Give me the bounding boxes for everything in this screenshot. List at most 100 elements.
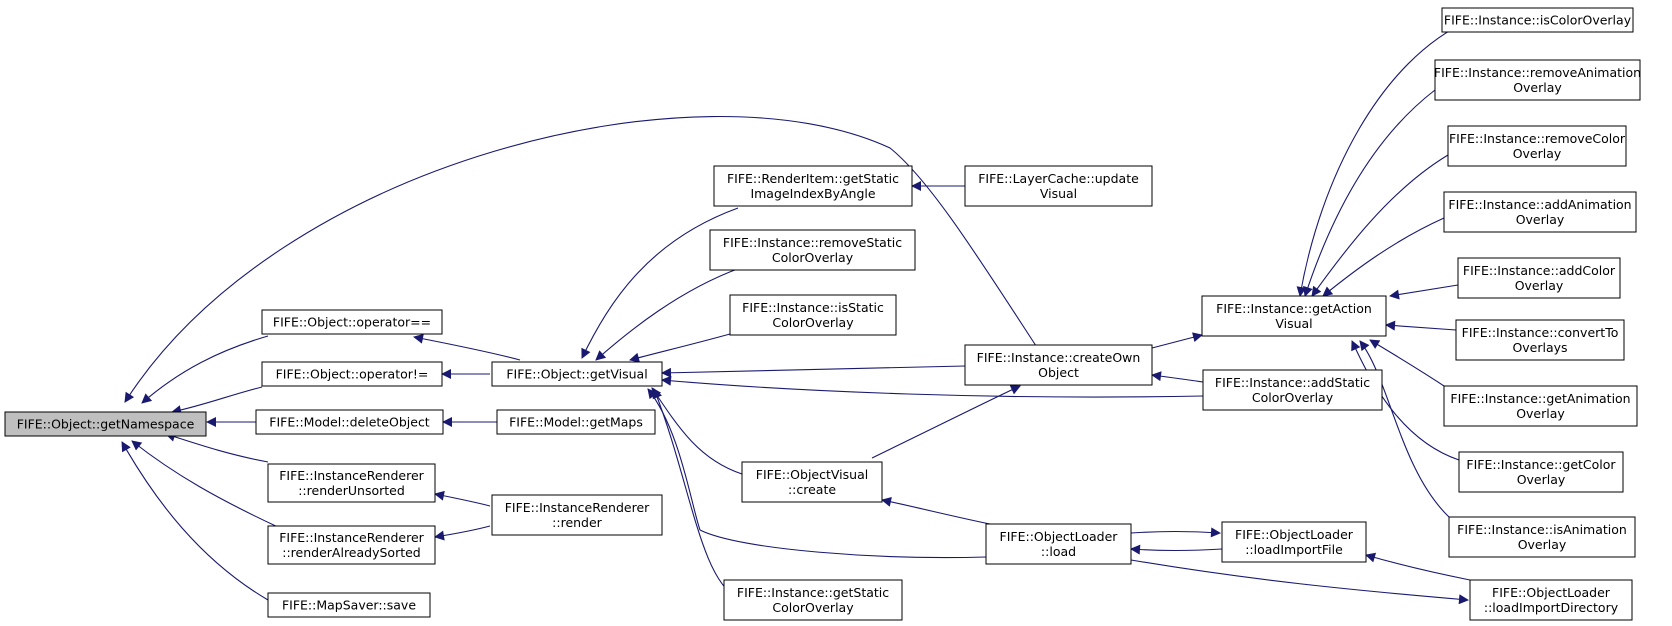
node-label: FIFE::InstanceRenderer (279, 468, 424, 483)
node-label: ColorOverlay (772, 600, 854, 615)
node-box (1469, 579, 1633, 621)
node-deleteObject[interactable]: FIFE::Model::deleteObject (255, 409, 444, 435)
node-opEq[interactable]: FIFE::Object::operator== (261, 309, 443, 335)
node-render[interactable]: FIFE::InstanceRenderer::render (491, 494, 663, 536)
edge-addStatic-getVisual (661, 375, 1204, 398)
node-box (729, 294, 897, 336)
edge-removeColor-getAction (1311, 154, 1449, 297)
node-label: FIFE::Instance::removeAnimation (1434, 65, 1641, 80)
node-label: Object (1038, 365, 1079, 380)
edge-renderAlready-getNamespace (131, 440, 281, 529)
edge-opEq-getNamespace (141, 335, 269, 404)
node-label: Overlay (1513, 146, 1562, 161)
node-label: FIFE::Instance::createOwn (977, 350, 1141, 365)
node-label: ColorOverlay (772, 250, 854, 265)
node-label: FIFE::Instance::addStatic (1215, 375, 1370, 390)
node-box (1202, 369, 1383, 411)
edge-render-renderUnsorted (434, 490, 491, 507)
node-getVisual[interactable]: FIFE::Object::getVisual (491, 361, 663, 387)
node-label: FIFE::Instance::removeColor (1449, 131, 1626, 146)
node-renderAlready[interactable]: FIFE::InstanceRenderer::renderAlreadySor… (267, 525, 436, 565)
node-box (1443, 385, 1638, 427)
node-label: Overlays (1512, 340, 1567, 355)
edge-isColorOv-getAction (1296, 19, 1471, 297)
node-label: FIFE::Instance::getStatic (737, 585, 889, 600)
edge-createOwn-getAction (1151, 332, 1203, 349)
node-label: Overlay (1515, 278, 1564, 293)
node-label: FIFE::Instance::removeStatic (723, 235, 902, 250)
node-getNamespace[interactable]: FIFE::Object::getNamespace (4, 411, 207, 437)
node-getMaps[interactable]: FIFE::Model::getMaps (496, 409, 656, 435)
node-box (1458, 451, 1624, 493)
node-label: Overlay (1516, 406, 1565, 421)
node-box (709, 229, 916, 271)
node-box (491, 494, 663, 536)
nodes: FIFE::Object::getNamespace FIFE::Object::… (4, 7, 1641, 621)
node-loadImportDir[interactable]: FIFE::ObjectLoader::loadImportDirectory (1469, 579, 1633, 621)
edge-renderUnsorted-getNamespace (165, 432, 269, 463)
node-label: FIFE::Instance::isAnimation (1457, 522, 1627, 537)
node-label: FIFE::MapSaver::save (282, 598, 416, 613)
node-isColorOv[interactable]: FIFE::Instance::isColorOverlay (1441, 7, 1634, 33)
node-loadImportFile[interactable]: FIFE::ObjectLoader::loadImportFile (1221, 521, 1367, 563)
node-label: Visual (1275, 316, 1312, 331)
node-label: ::create (788, 482, 836, 497)
node-renderUnsorted[interactable]: FIFE::InstanceRenderer::renderUnsorted (267, 463, 436, 503)
node-label: ::renderUnsorted (298, 483, 405, 498)
node-label: FIFE::Model::getMaps (509, 415, 643, 430)
node-box (1441, 7, 1634, 33)
node-label: Overlay (1518, 537, 1567, 552)
node-mapSave[interactable]: FIFE::MapSaver::save (267, 592, 431, 618)
edge-render-renderAlready (434, 525, 491, 541)
node-box (261, 309, 443, 335)
edge-mapSave-getNamespace (121, 441, 269, 601)
edge-staticIdx-getVisual (581, 207, 739, 359)
node-box (964, 165, 1153, 207)
node-label: ::load (1041, 544, 1076, 559)
edge-opNeq-getNamespace (171, 386, 263, 416)
edge-removeStatic-getVisual (595, 267, 741, 361)
edge-getVisual-opEq (413, 333, 521, 361)
node-box (985, 523, 1132, 565)
node-box (261, 361, 443, 387)
edge-removeAnim-getAction (1303, 89, 1436, 297)
node-label: FIFE::Object::operator!= (276, 367, 429, 382)
node-box (1455, 319, 1625, 361)
edge-olLoad-loadImportFile (1130, 527, 1221, 538)
node-label: FIFE::ObjectVisual (756, 467, 868, 482)
edge-olLoad-ovCreate (881, 496, 991, 525)
node-olLoad[interactable]: FIFE::ObjectLoader::load (985, 523, 1132, 565)
node-label: ::render (552, 515, 603, 530)
edge-getAnim-getAction (1369, 339, 1445, 387)
node-box (1201, 295, 1387, 337)
node-label: ::renderAlreadySorted (282, 545, 420, 560)
node-label: ColorOverlay (772, 315, 854, 330)
node-label: Overlay (1513, 80, 1562, 95)
node-staticIdx[interactable]: FIFE::RenderItem::getStaticImageIndexByA… (713, 165, 913, 207)
edge-createOwn-getVisual (661, 365, 966, 378)
node-ovCreate[interactable]: FIFE::ObjectVisual::create (741, 461, 883, 503)
node-label: FIFE::LayerCache::update (978, 171, 1139, 186)
edge-convertTo-getAction (1385, 320, 1457, 331)
node-label: FIFE::Instance::addColor (1463, 263, 1616, 278)
edge-ovCreate-createOwn (871, 385, 1021, 459)
edge-addAnim-getAction (1322, 217, 1445, 297)
node-opNeq[interactable]: FIFE::Object::operator!= (261, 361, 443, 387)
edge-ovCreate-getVisual (651, 387, 743, 475)
